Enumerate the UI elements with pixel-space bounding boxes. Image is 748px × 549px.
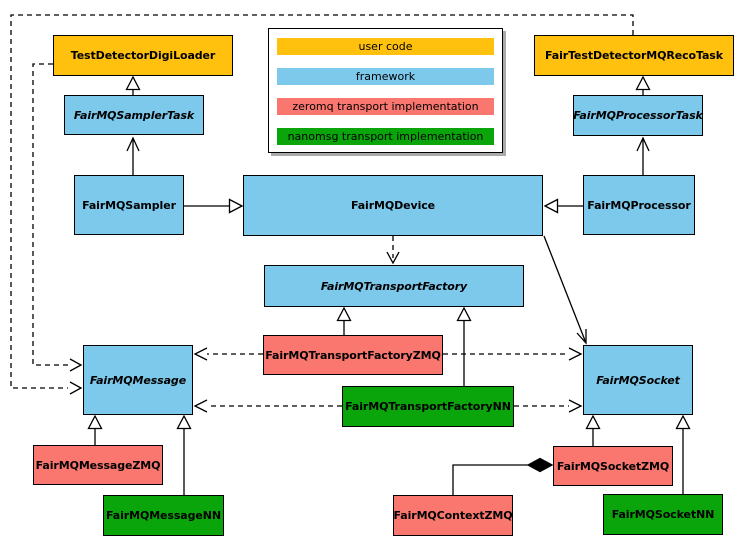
- edge-device-to-transportfactory: [386, 236, 400, 265]
- node-fairmqprocessortask: FairMQProcessorTask: [573, 95, 703, 136]
- node-fairmqsamplertask: FairMQSamplerTask: [64, 95, 204, 135]
- edge-device-to-socket: [543, 235, 587, 345]
- node-fairmqmessagenn: FairMQMessageNN: [103, 495, 224, 536]
- edge-factoryzmq-to-message: [193, 347, 263, 361]
- edge-digiloader-to-message: [32, 63, 83, 372]
- edge-socketnn-to-socket: [675, 414, 691, 494]
- edge-sampler-to-device: [184, 198, 244, 214]
- node-fairmqsocket: FairMQSocket: [583, 345, 693, 415]
- edge-messagezmq-to-message: [87, 414, 103, 445]
- edge-socketzmq-to-socket: [585, 414, 601, 446]
- legend-item-framework: framework: [277, 68, 494, 85]
- edge-contextzmq-to-socketzmq: [452, 457, 554, 495]
- legend-item-zeromq: zeromq transport implementation: [277, 98, 494, 115]
- node-fairmqprocessor: FairMQProcessor: [583, 175, 695, 235]
- legend-item-nanomsg: nanomsg transport implementation: [277, 128, 494, 145]
- node-fairmqtransportfactorynn: FairMQTransportFactoryNN: [342, 386, 514, 427]
- node-fairmqtransportfactoryzmq: FairMQTransportFactoryZMQ: [263, 335, 443, 375]
- edge-processor-to-device: [543, 198, 583, 214]
- node-fairmqtransportfactory: FairMQTransportFactory: [264, 265, 524, 307]
- node-fairmqcontextzmq: FairMQContextZMQ: [393, 495, 513, 536]
- edge-factorynn-to-factory: [456, 306, 472, 386]
- edge-factorynn-to-socket: [514, 399, 583, 413]
- edge-factorynn-to-message: [193, 399, 342, 413]
- edge-processortask-to-recotask: [635, 75, 651, 95]
- node-fairmqmessagezmq: FairMQMessageZMQ: [33, 445, 163, 485]
- edge-samplertask-to-digiloader: [125, 75, 141, 95]
- edge-recotask-to-message: [10, 14, 634, 395]
- legend-item-user-code: user code: [277, 38, 494, 55]
- legend: user code framework zeromq transport imp…: [268, 28, 503, 153]
- node-fairmqdevice: FairMQDevice: [243, 175, 543, 236]
- node-testdetectordigiloader: TestDetectorDigiLoader: [53, 35, 233, 76]
- edge-processor-to-processortask: [636, 136, 650, 175]
- node-fairmqsampler: FairMQSampler: [74, 175, 184, 235]
- node-fairtestdetectormqrecotask: FairTestDetectorMQRecoTask: [534, 35, 734, 76]
- node-fairmqsocketnn: FairMQSocketNN: [603, 494, 723, 535]
- edge-factoryzmq-to-socket: [443, 347, 583, 361]
- edge-messagenn-to-message: [176, 414, 192, 495]
- node-fairmqmessage: FairMQMessage: [83, 345, 193, 415]
- edge-sampler-to-samplertask: [126, 136, 140, 175]
- node-fairmqsocketzmq: FairMQSocketZMQ: [553, 446, 673, 486]
- edge-factoryzmq-to-factory: [336, 306, 352, 335]
